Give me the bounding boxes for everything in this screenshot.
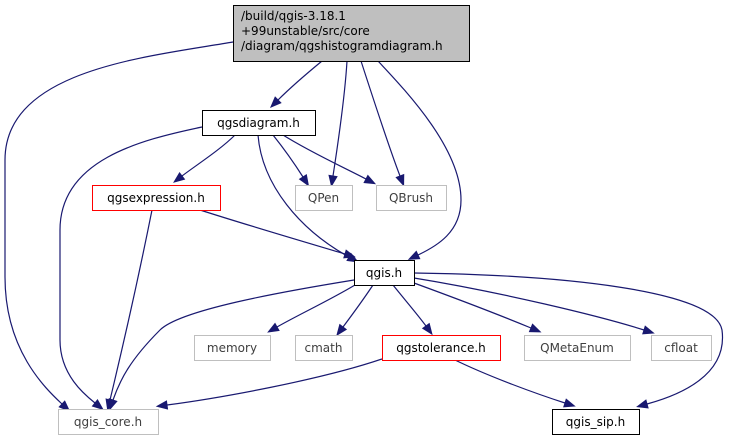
node-box-qgis_sip [552,409,640,435]
node-qbrush[interactable]: QBrush [376,185,447,211]
node-label-root-line-2: +99unstable/src/core [241,24,370,38]
node-cmath[interactable]: cmath [295,335,353,361]
node-box-cmath [295,335,353,361]
arrowhead-root-to-qpen [328,174,338,188]
node-box-qpen [295,185,353,211]
edge-qgis-to-cfloat [413,277,645,331]
arrowhead-qgsdiagram-to-qgsexpression [173,171,186,183]
node-label-qgstolerance: qgstolerance.h [396,341,486,355]
arrowhead-root-to-qgsdiagram [269,96,282,109]
edge-qgsdiagram-to-qbrush [282,134,367,180]
arrowhead-qgis-to-memory [267,322,280,333]
arrowhead-qgis-to-cfloat [642,325,655,335]
node-box-qbrush [376,185,447,211]
edge-qgis-to-memory [276,284,356,328]
edge-qgstolerance-to-qgis_core [166,358,383,406]
edge-qgsdiagram-to-qpen [272,134,304,178]
node-label-root-line-1: /build/qgis-3.18.1 [241,9,346,23]
node-label-qpen: QPen [308,191,339,205]
node-label-root-line-3: /diagram/qgshistogramdiagram.h [241,39,443,53]
node-qgstolerance[interactable]: qgstolerance.h [382,335,501,361]
arrowhead-qgsdiagram-to-qgis_core [91,398,104,411]
node-qgis_sip[interactable]: qgis_sip.h [552,409,640,435]
arrowhead-qgis-to-qmetaenum [528,323,542,333]
node-box-qgsdiagram [202,110,316,136]
edge-root-to-qgis_core [4,41,234,405]
edge-qgis-to-cmath [342,284,374,328]
node-box-root [233,5,470,62]
edge-root-to-qpen [332,60,348,177]
arrowhead-root-to-qgis_core [58,400,71,412]
edge-qgis-to-qmetaenum [413,282,532,329]
arrowhead-qgsdiagram-to-qbrush [363,174,377,185]
arrowhead-qgsexpression-to-qgis [343,249,356,259]
edge-root-to-qgsdiagram [277,60,323,101]
node-label-memory: memory [207,341,257,355]
node-label-qmetaenum: QMetaEnum [540,341,614,355]
edge-qgis-to-qgis_core [112,279,355,401]
arrowhead-qgsdiagram-to-qpen [298,174,310,187]
node-qgsdiagram[interactable]: qgsdiagram.h [202,110,316,136]
edge-root-to-qgis [377,60,462,256]
nodes-layer: /build/qgis-3.18.1+99unstable/src/core/d… [58,5,712,435]
node-label-qgsexpression: qgsexpression.h [107,191,205,205]
node-label-qgsdiagram: qgsdiagram.h [217,116,300,130]
arrowhead-qgis-to-cmath [336,323,348,337]
arrowhead-qgstolerance-to-qgis_sip [563,398,576,408]
edge-qgsdiagram-to-qgis_core [59,126,203,404]
node-qgsexpression[interactable]: qgsexpression.h [92,185,221,211]
node-label-cmath: cmath [305,341,343,355]
node-qgis[interactable]: qgis.h [354,260,415,286]
node-box-qgis [354,260,415,286]
node-memory[interactable]: memory [194,335,271,361]
edge-qgsdiagram-to-qgis [257,134,350,258]
edge-qgsexpression-to-qgis_core [109,209,153,401]
node-label-qgis_sip: qgis_sip.h [566,415,625,429]
node-box-qgstolerance [382,335,501,361]
node-box-qgsexpression [92,185,221,211]
arrowhead-qgis-to-qgis_sip [636,399,649,409]
edge-qgstolerance-to-qgis_sip [454,359,566,404]
node-label-cfloat: cfloat [664,341,698,355]
edge-root-to-qbrush [360,60,401,177]
node-qmetaenum[interactable]: QMetaEnum [524,335,631,361]
node-label-qgis: qgis.h [366,266,402,280]
arrowhead-qgis-to-qgis_core [108,397,118,411]
node-cfloat[interactable]: cfloat [651,335,712,361]
edge-qgis-to-qgstolerance [392,284,427,327]
edge-qgsdiagram-to-qgsexpression [181,134,236,177]
arrowhead-qgis-to-qgstolerance [421,322,433,336]
edges-layer [4,41,724,412]
node-qpen[interactable]: QPen [295,185,353,211]
edge-qgis-to-qgis_sip [413,272,724,405]
node-label-qbrush: QBrush [389,191,433,205]
node-root[interactable]: /build/qgis-3.18.1+99unstable/src/core/d… [233,5,470,62]
arrowhead-root-to-qgis [407,250,421,260]
node-box-qmetaenum [524,335,631,361]
node-qgis_core[interactable]: qgis_core.h [58,409,159,435]
arrowhead-root-to-qbrush [395,173,405,187]
arrowhead-qgstolerance-to-qgis_core [155,400,169,410]
node-box-cfloat [651,335,712,361]
edge-qgsexpression-to-qgis [199,209,346,255]
node-box-memory [194,335,271,361]
node-box-qgis_core [58,409,159,435]
node-label-qgis_core: qgis_core.h [74,415,142,429]
